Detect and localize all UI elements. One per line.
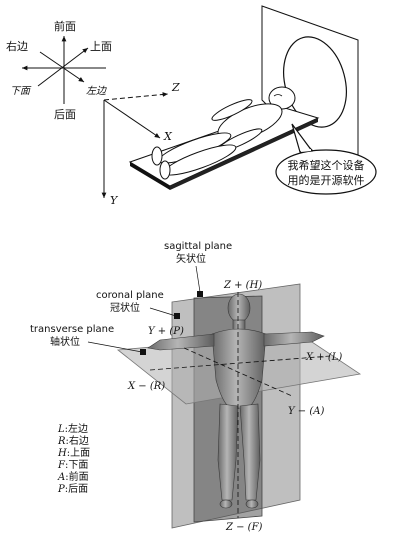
legend-key: L (58, 424, 65, 435)
speech-bubble (275, 149, 377, 195)
patient-head (268, 86, 296, 110)
legend-value: :右边 (65, 436, 89, 447)
compass-diagonal-down-arrow (39, 51, 85, 83)
coronal-plane-label-cn: 冠状位 (110, 301, 140, 314)
compass-up-label: 上面 (90, 40, 112, 53)
figure-neck (232, 319, 246, 331)
patient-scanner-illustration: Z X Y 我希望这个设备 用的是开源软件 (101, 5, 377, 207)
axis-z-label: Z (171, 81, 180, 94)
legend-key: A (58, 472, 66, 483)
legend-row: P:后面 (58, 484, 88, 496)
legend-value: :后面 (64, 484, 89, 495)
legend-value: :下面 (64, 460, 89, 471)
legend-value: :上面 (66, 448, 91, 459)
legend-row: L:左边 (58, 424, 88, 436)
speech-line-2: 用的是开源软件 (288, 173, 365, 187)
axis-z-negative-label: Z − (F) (225, 522, 263, 533)
compass-back-label: 后面 (54, 108, 76, 121)
compass-down-label: 下面 (10, 86, 32, 97)
compass-right-label: 右边 (6, 39, 28, 53)
sagittal-plane-label-en: sagittal plane (164, 241, 232, 252)
figure-torso (211, 328, 267, 409)
legend-row: A:前面 (58, 472, 89, 484)
scanner-table-edge (130, 162, 170, 190)
legend-value: :前面 (65, 472, 89, 483)
compass-front-label: 前面 (54, 19, 76, 33)
transverse-pointer (140, 349, 146, 355)
figure-arm-left (263, 331, 325, 347)
anatomical-planes-illustration: sagittal plane 矢状位 coronal plane 冠状位 tra… (30, 241, 362, 533)
legend-key: P (58, 484, 65, 495)
figure-foot-left (245, 499, 259, 509)
figure-arm-right (147, 333, 215, 351)
legend-key: R (58, 436, 66, 447)
human-figure (147, 293, 325, 509)
transverse-plane-label-cn: 轴状位 (50, 335, 80, 348)
axis-x-negative-label: X − (R) (127, 381, 165, 392)
figure-head (227, 293, 251, 323)
axis-z-positive-label: Z + (H) (223, 280, 262, 291)
sagittal-plane-label-cn: 矢状位 (176, 252, 206, 265)
axis-y-positive-label: Y + (P) (148, 326, 184, 337)
legend-row: H:上面 (58, 448, 90, 460)
coronal-plane-label-en: coronal plane (96, 290, 164, 301)
axis-x-positive-label: X + (L) (305, 352, 342, 363)
legend-key: H (58, 448, 67, 459)
patient-foot-left (151, 146, 163, 166)
direction-compass: 前面 右边 上面 下面 左边 后面 (6, 19, 112, 121)
axis-y-label: Y (110, 194, 119, 207)
axis-y-line (183, 347, 293, 397)
legend-row: F:下面 (58, 460, 88, 472)
axis-x-arrow (103, 99, 161, 139)
compass-left-label: 左边 (86, 85, 107, 97)
patient-foot-right (159, 160, 171, 180)
axis-x-line (149, 355, 331, 371)
legend-key: F (58, 460, 65, 471)
figure-foot-right (219, 499, 233, 509)
scanner-table-side (170, 118, 318, 190)
coronal-pointer (174, 313, 180, 319)
speech-line-1: 我希望这个设备 (288, 158, 365, 172)
sagittal-pointer (197, 291, 203, 297)
patient-figure (151, 86, 296, 180)
transverse-plane-label-en: transverse plane (30, 324, 114, 335)
patient-arm-upper (211, 99, 253, 121)
axis-x-label: X (163, 130, 173, 143)
axis-z-arrow (103, 92, 169, 101)
axis-y-negative-label: Y − (A) (288, 406, 324, 417)
figure-leg-left (239, 403, 261, 501)
legend-row: R:右边 (58, 436, 89, 448)
legend-value: :左边 (64, 424, 89, 435)
compass-diagonal-up-arrow (37, 47, 89, 87)
